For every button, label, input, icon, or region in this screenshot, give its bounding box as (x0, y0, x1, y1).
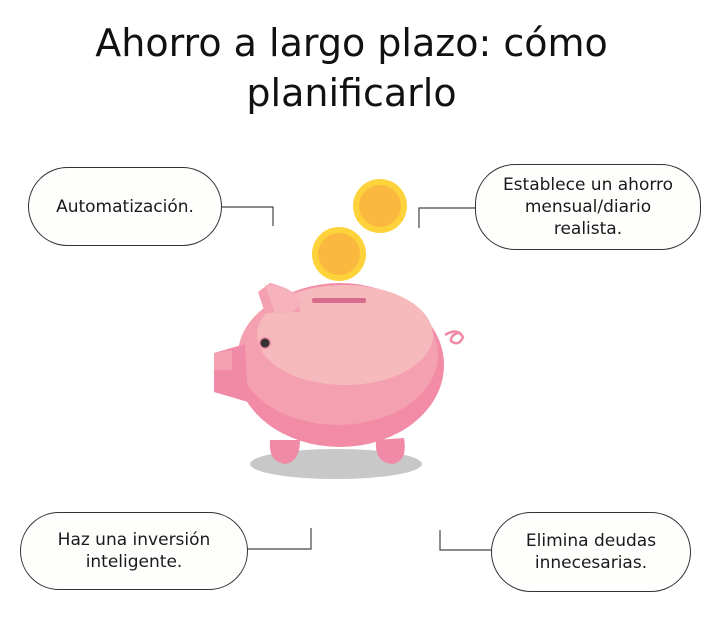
tip-smart-investment: Haz una inversión inteligente. (20, 512, 248, 590)
coin-icon (353, 179, 407, 233)
connector-top-left (222, 206, 274, 226)
connector-bottom-right (439, 530, 491, 551)
coin-icon (312, 227, 366, 281)
connector-bottom-left (248, 528, 312, 550)
tip-automation: Automatización. (28, 167, 222, 246)
piggy-bank-icon (214, 283, 465, 479)
tip-eliminate-debts: Elimina deudas innecesarias. (491, 512, 691, 592)
page-title: Ahorro a largo plazo: cómo planificarlo (95, 21, 608, 115)
connector-lines (222, 206, 491, 551)
tip-monthly-savings: Establece un ahorro mensual/diario reali… (475, 164, 701, 250)
connector-top-right (418, 207, 475, 228)
